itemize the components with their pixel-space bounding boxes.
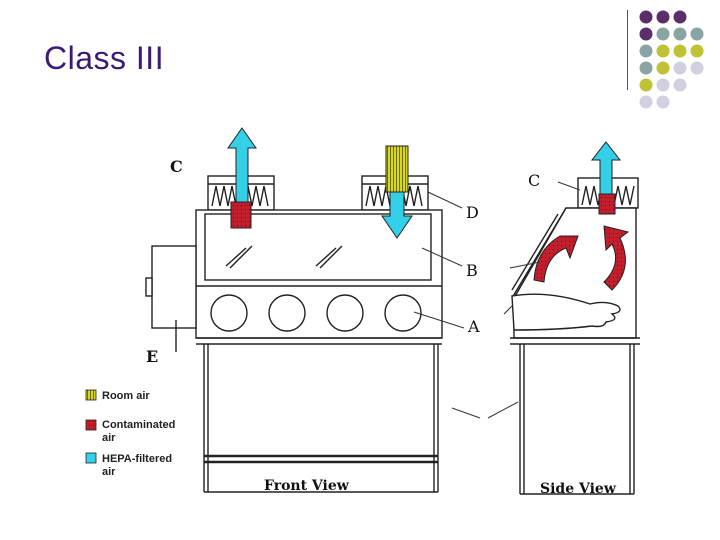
decorative-dot	[639, 61, 653, 75]
label-b: B	[466, 261, 478, 280]
decorative-dot	[639, 44, 653, 58]
legend-swatch-hepa	[85, 452, 97, 464]
label-e: E	[146, 347, 158, 366]
decorative-dot	[673, 10, 687, 24]
legend: Room air Contaminated air HEPA-filtered …	[85, 389, 175, 478]
decorative-dot	[656, 61, 670, 75]
decorative-dot-grid	[639, 10, 704, 109]
decorative-dot	[639, 95, 653, 109]
front-view-caption: Front View	[264, 478, 350, 494]
decorative-dot	[639, 27, 653, 41]
label-c-side: C	[528, 171, 540, 190]
legend-contaminated: Contaminated	[102, 419, 175, 431]
room-air-intake-arrow	[381, 145, 413, 239]
decorative-dot	[690, 27, 704, 41]
legend-swatch-contaminated	[85, 419, 97, 431]
decorative-dot	[656, 10, 670, 24]
decorative-dot	[656, 44, 670, 58]
decorative-dot	[673, 44, 687, 58]
side-view-caption: Side View	[540, 481, 617, 497]
contaminated-airflow-arrows	[533, 225, 630, 291]
viewing-window	[204, 213, 432, 281]
title-divider	[627, 10, 628, 90]
label-a: A	[467, 317, 480, 336]
decorative-dot	[656, 95, 670, 109]
decorative-dot	[690, 61, 704, 75]
hepa-exhaust-arrow-front	[227, 127, 257, 229]
decorative-dot	[673, 78, 687, 92]
glove-port-3	[326, 294, 364, 332]
decorative-dot	[690, 44, 704, 58]
legend-contaminated-2: air	[102, 432, 116, 444]
decorative-dot	[656, 78, 670, 92]
glove-port-2	[268, 294, 306, 332]
decorative-dot	[673, 61, 687, 75]
decorative-dot	[639, 78, 653, 92]
side-view	[510, 177, 640, 495]
decorative-dot	[656, 27, 670, 41]
glove-port-4	[384, 294, 422, 332]
glove-port-1	[210, 294, 248, 332]
legend-swatch-room-air	[85, 389, 97, 401]
contaminated-air-block-front	[230, 201, 252, 229]
label-c-front: C	[170, 157, 183, 176]
legend-hepa-2: air	[102, 466, 116, 478]
cabinet-body	[195, 209, 443, 339]
pass-through-box	[151, 245, 197, 329]
decorative-dot	[639, 10, 653, 24]
hepa-exhaust-arrow-side	[590, 141, 622, 215]
legend-hepa: HEPA-filtered	[102, 453, 172, 465]
label-d: D	[466, 203, 479, 222]
leader-lines	[413, 181, 581, 419]
decorative-dot	[673, 27, 687, 41]
slide-title: Class III	[44, 40, 165, 76]
legend-room-air: Room air	[102, 390, 150, 402]
